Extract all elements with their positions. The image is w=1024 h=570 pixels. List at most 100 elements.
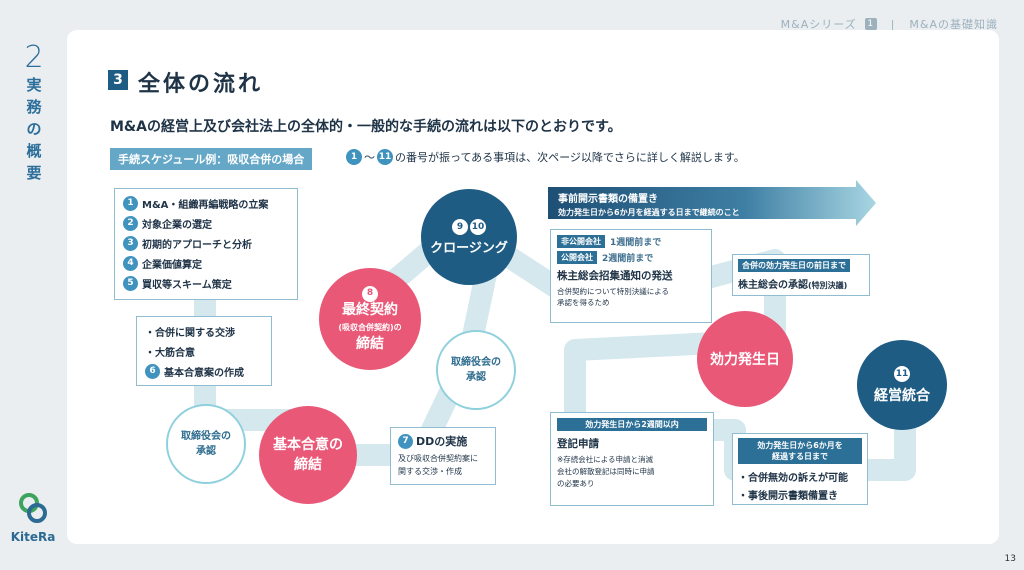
step-label: M&A・組織再編戦略の立案 (142, 199, 269, 211)
notice-row: 非公開会社 1週間前まで (557, 235, 705, 248)
step-label: 対象企業の選定 (142, 219, 212, 231)
disclosure-desc: 効力発生日から6か月を経過する日まで継続のこと (558, 208, 740, 217)
registration-note: 会社の解散登記は同時に申請 (557, 467, 655, 476)
shareholder-sub: (特別決議) (808, 281, 848, 290)
kitera-logo: KiteRa (10, 492, 56, 544)
closing-numbers: 9 10 (451, 218, 487, 235)
shareholder-approval-box: 合併の効力発生日の前日まで 株主総会の承認(特別決議) (732, 254, 870, 296)
board-approval-1: 取締役会の 承認 (166, 404, 246, 484)
section-title: 全体の流れ (138, 72, 264, 97)
chapter-char: 要 (26, 164, 42, 182)
chapter-char: 実 (26, 76, 42, 94)
dd-box: 7 DDの実施 及び吸収合併契約案に 関する交渉・作成 (390, 427, 496, 485)
strategy-steps-box: 1 M&A・組織再編戦略の立案 2 対象企業の選定 3 初期的アプローチと分析 4 企業… (114, 188, 298, 300)
step-number: 3 (123, 235, 138, 251)
step-number: 9 (452, 218, 468, 235)
lead-text: M&Aの経営上及び会社法上の全体的・一般的な手続の流れは以下のとおりです。 (110, 119, 622, 135)
final-contract-title: 締結 (356, 335, 384, 352)
final-contract-title: 最終契約 (342, 301, 398, 318)
header-title: M&Aの基礎知識 (909, 18, 998, 31)
basic-agreement-line: 基本合意の (273, 437, 343, 453)
closing-title: クロージング (430, 240, 508, 256)
step-number: 10 (470, 218, 486, 235)
disclosure-arrow-text: 事前開示書類の備置き 効力発生日から6か月を経過する日まで継続のこと (558, 190, 740, 218)
registration-title: 登記申請 (557, 438, 599, 450)
shareholder-tag: 合併の効力発生日の前日まで (738, 259, 850, 272)
chapter-char: の (26, 120, 42, 138)
note-to-number: 11 (377, 149, 393, 165)
shareholder-line: 株主総会の承認(特別決議) (738, 276, 864, 291)
board-approval-line: 承認 (466, 372, 486, 383)
dd-title: DDの実施 (416, 435, 468, 448)
note-from-number: 1 (346, 149, 362, 165)
private-company-tag: 非公開会社 (557, 235, 605, 248)
post-merger-tag: 効力発生日から6か月を 経過する日まで (738, 438, 862, 464)
public-company-tag: 公開会社 (557, 251, 597, 264)
step-number: 11 (894, 365, 910, 382)
list-item: 1 M&A・組織再編戦略の立案 (123, 193, 289, 213)
integration-title: 経営統合 (874, 387, 930, 404)
list-item: 2 対象企業の選定 (123, 213, 289, 233)
basic-agreement-line: 締結 (294, 457, 322, 473)
registration-note: ※存続会社による申請と消滅 (557, 455, 654, 464)
step-number: 7 (398, 433, 413, 449)
notice-row: 公開会社 2週間前まで (557, 251, 705, 264)
board-approval-line: 取締役会の (181, 431, 231, 442)
notice-desc: 合併契約について特別決議による (557, 287, 670, 296)
note-text: の番号が振ってある事項は、次ページ以降でさらに詳しく解説します。 (395, 151, 745, 164)
list-item: 4 企業価値算定 (123, 253, 289, 273)
shareholder-title: 株主総会の承認 (738, 280, 808, 291)
notice-desc: 承認を得るため (557, 298, 610, 307)
logo-text: KiteRa (10, 530, 56, 544)
series-label: M&Aシリーズ (780, 18, 857, 31)
step-number: 5 (123, 275, 138, 291)
post-merger-tag-line: 経過する日まで (772, 452, 828, 461)
disclosure-title: 事前開示書類の備置き (558, 194, 658, 205)
dd-desc: 及び吸収合併契約案に (398, 454, 478, 463)
post-merger-item: ・事後開示書類備置き (738, 491, 838, 502)
list-item: 5 買収等スキーム策定 (123, 273, 289, 293)
registration-note: の必要あり (557, 479, 595, 488)
step-label: 企業価値算定 (142, 259, 202, 271)
notice-title: 株主総会招集通知の発送 (557, 270, 673, 282)
meeting-notice-box: 非公開会社 1週間前まで 公開会社 2週間前まで 株主総会招集通知の発送 合併契… (550, 229, 712, 323)
step-label: 買収等スキーム策定 (142, 279, 232, 291)
effective-date-circle: 効力発生日 (697, 311, 793, 407)
note-range-sep: ～ (364, 151, 375, 164)
board-approval-line: 承認 (196, 446, 216, 457)
private-deadline: 1週間前まで (610, 238, 662, 248)
disclosure-arrow (548, 180, 876, 226)
step-label: 基本合意案の作成 (164, 367, 244, 379)
post-merger-tag-line: 効力発生日から6か月を (757, 441, 843, 450)
section-number: 3 (108, 70, 128, 90)
step-label: 初期的アプローチと分析 (142, 239, 252, 251)
page-number: 13 (1004, 554, 1016, 564)
registration-tag: 効力発生日から2週間以内 (557, 418, 707, 431)
numbering-note: 1 ～ 11 の番号が振ってある事項は、次ページ以降でさらに詳しく解説します。 (346, 149, 745, 165)
agreement-item: ・大筋合意 (145, 347, 195, 359)
list-item: 6 基本合意案の作成 (145, 361, 263, 381)
step-number: 1 (123, 195, 138, 211)
public-deadline: 2週間前まで (602, 254, 654, 264)
effective-date-title: 効力発生日 (710, 352, 780, 368)
step-number: 2 (123, 215, 138, 231)
registration-box: 効力発生日から2週間以内 登記申請 ※存続会社による申請と消滅 会社の解散登記は… (550, 412, 714, 506)
list-item: 3 初期的アプローチと分析 (123, 233, 289, 253)
series-number: 1 (864, 18, 877, 30)
final-contract-circle: 8 最終契約 (吸収合併契約)の 締結 (319, 268, 421, 370)
logo-mark-icon (19, 493, 47, 523)
chapter-number: 2 (24, 40, 44, 75)
final-contract-sub: (吸収合併契約)の (338, 322, 402, 332)
step-number: 6 (145, 363, 160, 379)
example-tag: 手続スケジュール例：吸収合併の場合 (110, 148, 313, 170)
board-approval-line: 取締役会の (451, 357, 501, 368)
chapter-char: 概 (26, 142, 42, 160)
step-number: 4 (123, 255, 138, 271)
post-merger-box: 効力発生日から6か月を 経過する日まで ・合併無効の訴えが可能 ・事後開示書類備… (732, 433, 868, 505)
header: M&Aシリーズ 1 | M&Aの基礎知識 (781, 16, 998, 32)
board-approval-2: 取締役会の 承認 (436, 330, 516, 410)
dd-desc: 関する交渉・作成 (398, 467, 462, 476)
header-separator: | (890, 17, 896, 31)
chapter-title: 実 務 の 概 要 (24, 74, 44, 184)
